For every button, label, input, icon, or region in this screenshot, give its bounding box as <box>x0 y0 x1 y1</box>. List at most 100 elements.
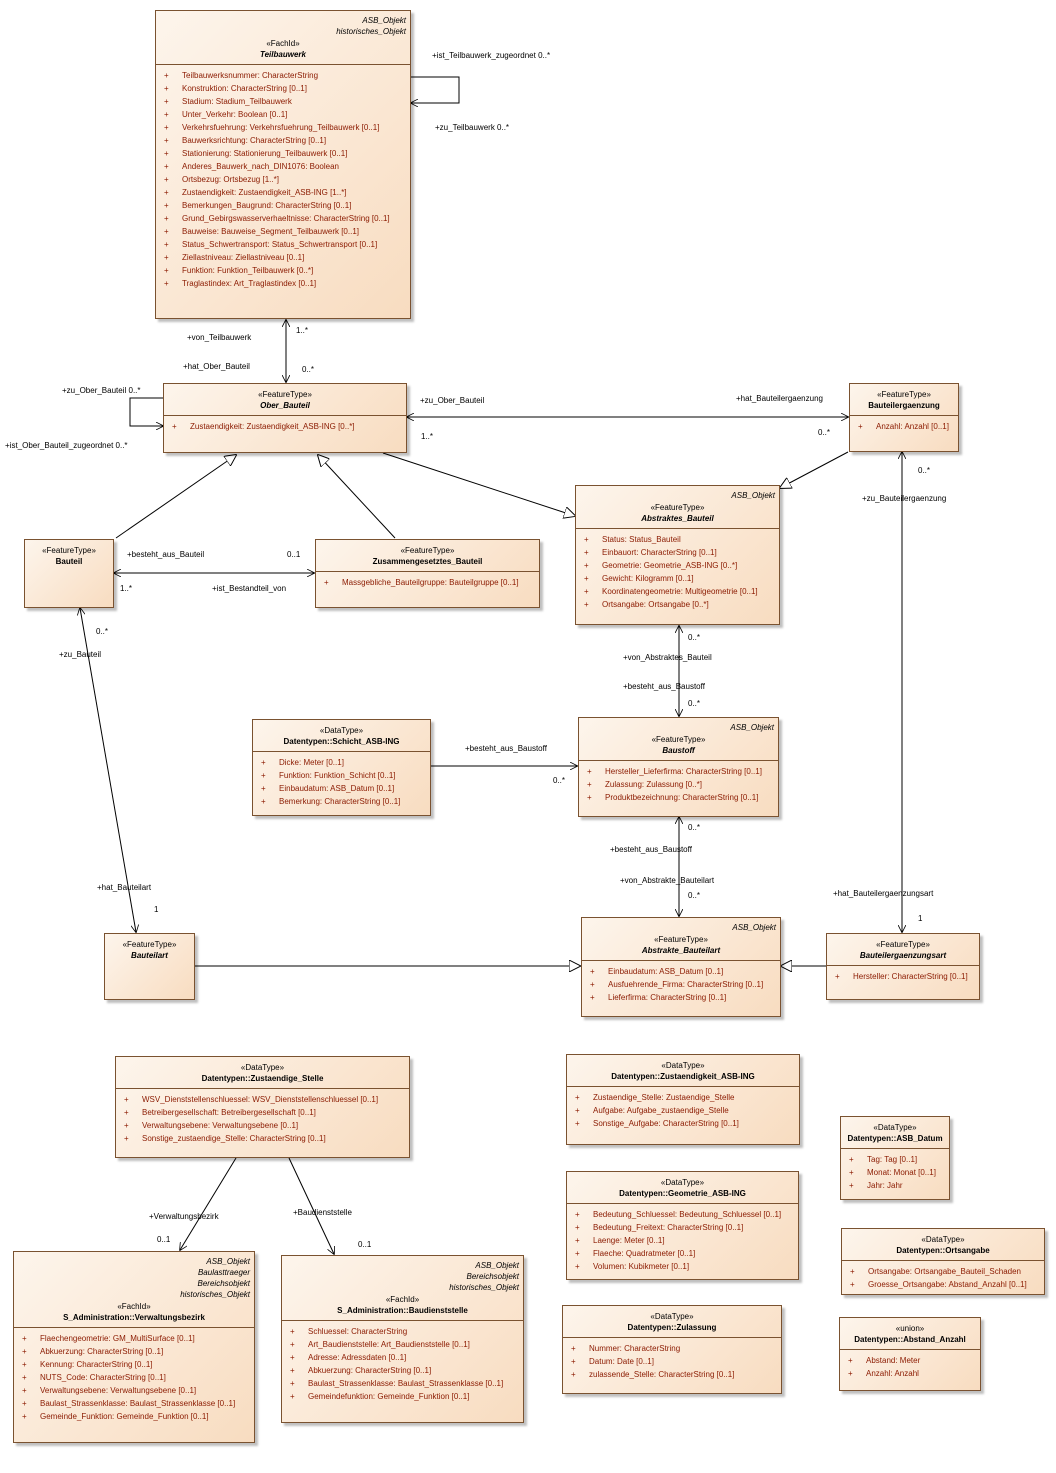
attribute-text: Produktbezeichnung: CharacterString [0..… <box>605 793 759 802</box>
class-header: «DataType»Datentypen::Schicht_ASB-ING <box>253 720 430 751</box>
role-label: +besteht_aus_Baustoff <box>610 845 692 854</box>
tagged-value: Baulasttraeger <box>197 1268 250 1277</box>
attribute-text: Art_Baudienststelle: Art_Baudienststelle… <box>308 1340 470 1349</box>
class-baustoff[interactable]: ASB_Objekt«FeatureType»Baustoff+Herstell… <box>578 717 779 817</box>
attribute-text: Bedeutung_Freitext: CharacterString [0..… <box>593 1223 744 1232</box>
attribute-text: Laenge: Meter [0..1] <box>593 1236 665 1245</box>
attribute-row: +Sonstige_zustaendige_Stelle: CharacterS… <box>124 1132 405 1145</box>
stereotype: «FeatureType» <box>876 940 930 949</box>
attribute-row: +Traglastindex: Art_Traglastindex [0..1] <box>164 277 406 290</box>
visibility-public-icon: + <box>164 279 169 288</box>
class-name: Datentypen::Geometrie_ASB-ING <box>619 1189 746 1198</box>
attribute-text: Funktion: Funktion_Schicht [0..1] <box>279 771 396 780</box>
attribute-text: Datum: Date [0..1] <box>589 1357 654 1366</box>
class-bauteilart[interactable]: «FeatureType»Bauteilart <box>104 933 195 1000</box>
tagged-value: Bereichsobjekt <box>197 1279 250 1288</box>
attribute-row: +NUTS_Code: CharacterString [0..1] <box>22 1371 250 1384</box>
stereotype: «DataType» <box>873 1123 917 1132</box>
attribute-row: +Ortsbezug: Ortsbezug [1..*] <box>164 173 406 186</box>
visibility-public-icon: + <box>575 1223 580 1232</box>
visibility-public-icon: + <box>22 1386 27 1395</box>
multiplicity-label: 0..* <box>553 776 566 785</box>
visibility-public-icon: + <box>575 1249 580 1258</box>
attribute-row: +Hersteller: CharacterString [0..1] <box>835 970 975 983</box>
visibility-public-icon: + <box>324 578 329 587</box>
stereotype: «DataType» <box>660 1178 705 1187</box>
attribute-row: +Funktion: Funktion_Schicht [0..1] <box>261 769 426 782</box>
attribute-row: +Produktbezeichnung: CharacterString [0.… <box>587 791 774 804</box>
class-header: «FeatureType»Bauteil <box>25 540 113 571</box>
attribute-text: Baulast_Strassenklasse: Baulast_Strassen… <box>308 1379 504 1388</box>
visibility-public-icon: + <box>571 1344 576 1353</box>
class-bauteilergaenzung[interactable]: «FeatureType»Bauteilergaenzung+Anzahl: A… <box>849 383 959 452</box>
visibility-public-icon: + <box>584 600 589 609</box>
stereotype: «FachId» <box>385 1295 420 1304</box>
visibility-public-icon: + <box>164 188 169 197</box>
visibility-public-icon: + <box>575 1093 580 1102</box>
attribute-row: +Zulassung: Zulassung [0..*] <box>587 778 774 791</box>
attribute-compartment: +Hersteller_Lieferfirma: CharacterString… <box>579 760 778 808</box>
class-zustaendigkeit-asb-ing[interactable]: «DataType»Datentypen::Zustaendigkeit_ASB… <box>566 1054 800 1145</box>
multiplicity-label: 0..1 <box>157 1235 171 1244</box>
visibility-public-icon: + <box>850 1280 855 1289</box>
attribute-text: Einbauort: CharacterString [0..1] <box>602 548 717 557</box>
attribute-row: +Anzahl: Anzahl <box>848 1367 976 1380</box>
class-bauteilergaenzungsart[interactable]: «FeatureType»Bauteilergaenzungsart+Herst… <box>826 933 980 1000</box>
attribute-row: +Zustaendigkeit: Zustaendigkeit_ASB-ING … <box>172 420 402 433</box>
class-asb-datum[interactable]: «DataType»Datentypen::ASB_Datum+Tag: Tag… <box>840 1116 950 1200</box>
attribute-row: +Teilbauwerksnummer: CharacterString <box>164 69 406 82</box>
visibility-public-icon: + <box>290 1379 295 1388</box>
class-abstraktes-bauteil[interactable]: ASB_Objekt«FeatureType»Abstraktes_Bautei… <box>575 485 780 625</box>
class-ortsangabe[interactable]: «DataType»Datentypen::Ortsangabe+Ortsang… <box>841 1228 1045 1295</box>
class-schicht-asb-ing[interactable]: «DataType»Datentypen::Schicht_ASB-ING+Di… <box>252 719 431 816</box>
stereotype: «FeatureType» <box>122 940 177 949</box>
tagged-value: historisches_Objekt <box>180 1290 250 1299</box>
multiplicity-label: 1..* <box>421 432 434 441</box>
attribute-row: +Grund_Gebirgswasserverhaeltnisse: Chara… <box>164 212 406 225</box>
multiplicity-label: 1..* <box>120 584 133 593</box>
visibility-public-icon: + <box>22 1373 27 1382</box>
attribute-compartment: +Schluessel: CharacterString+Art_Baudien… <box>282 1320 523 1407</box>
attribute-row: +Ortsangabe: Ortsangabe [0..*] <box>584 598 775 611</box>
attribute-row: +Massgebliche_Bauteilgruppe: Bauteilgrup… <box>324 576 535 589</box>
attribute-text: Zustaendigkeit: Zustaendigkeit_ASB-ING [… <box>190 422 355 431</box>
role-label: +von_Teilbauwerk <box>187 333 252 342</box>
class-name: Baustoff <box>662 746 695 755</box>
attribute-row: +Gemeinde_Funktion: Gemeinde_Funktion [0… <box>22 1410 250 1423</box>
stereotype: «FeatureType» <box>400 546 455 555</box>
attribute-compartment: +Einbaudatum: ASB_Datum [0..1]+Ausfuehre… <box>582 960 780 1008</box>
attribute-row: +Zustaendigkeit: Zustaendigkeit_ASB-ING … <box>164 186 406 199</box>
class-ober-bauteil[interactable]: «FeatureType»Ober_Bauteil +Zustaendigkeit… <box>163 383 407 453</box>
class-geometrie-asb-ing[interactable]: «DataType»Datentypen::Geometrie_ASB-ING+… <box>566 1171 799 1280</box>
attribute-row: +Bemerkungen_Baugrund: CharacterString [… <box>164 199 406 212</box>
attribute-compartment: +Nummer: CharacterString+Datum: Date [0.… <box>563 1337 781 1385</box>
gen-bauteilergaenzung-abstraktes <box>780 451 849 488</box>
attribute-text: WSV_Dienststellenschluessel: WSV_Diensts… <box>142 1095 379 1104</box>
attribute-row: +Verwaltungsebene: Verwaltungsebene [0..… <box>22 1384 250 1397</box>
attribute-row: +Verkehrsfuehrung: Verkehrsfuehrung_Teil… <box>164 121 406 134</box>
attribute-text: Stadium: Stadium_Teilbauwerk <box>182 97 292 106</box>
attribute-row: +Stadium: Stadium_Teilbauwerk <box>164 95 406 108</box>
visibility-public-icon: + <box>22 1360 27 1369</box>
class-name: Bauteil <box>55 557 83 566</box>
class-abstand-anzahl[interactable]: «union»Datentypen::Abstand_Anzahl+Abstan… <box>839 1317 981 1391</box>
stereotype: «DataType» <box>661 1061 705 1070</box>
class-zustaendige-stelle[interactable]: «DataType»Datentypen::Zustaendige_Stelle… <box>115 1056 410 1158</box>
gen-ober-bauteil-abstraktes <box>382 452 575 516</box>
attribute-row: +Volumen: Kubikmeter [0..1] <box>575 1260 794 1273</box>
stereotype: «DataType» <box>650 1312 694 1321</box>
class-zusammengesetztes-bauteil[interactable]: «FeatureType»Zusammengesetztes_Bauteil+M… <box>315 539 540 608</box>
class-bauteil[interactable]: «FeatureType»Bauteil <box>24 539 114 608</box>
visibility-public-icon: + <box>124 1108 129 1117</box>
attribute-row: +Flaeche: Quadratmeter [0..1] <box>575 1247 794 1260</box>
attribute-row: +Kennung: CharacterString [0..1] <box>22 1358 250 1371</box>
visibility-public-icon: + <box>22 1347 27 1356</box>
attribute-text: Monat: Monat [0..1] <box>867 1168 936 1177</box>
class-header: «FeatureType»Ober_Bauteil <box>164 384 406 415</box>
class-abstrakte-bauteilart[interactable]: ASB_Objekt«FeatureType»Abstrakte_Bauteil… <box>581 917 781 1017</box>
class-zulassung[interactable]: «DataType»Datentypen::Zulassung+Nummer: … <box>562 1305 782 1394</box>
